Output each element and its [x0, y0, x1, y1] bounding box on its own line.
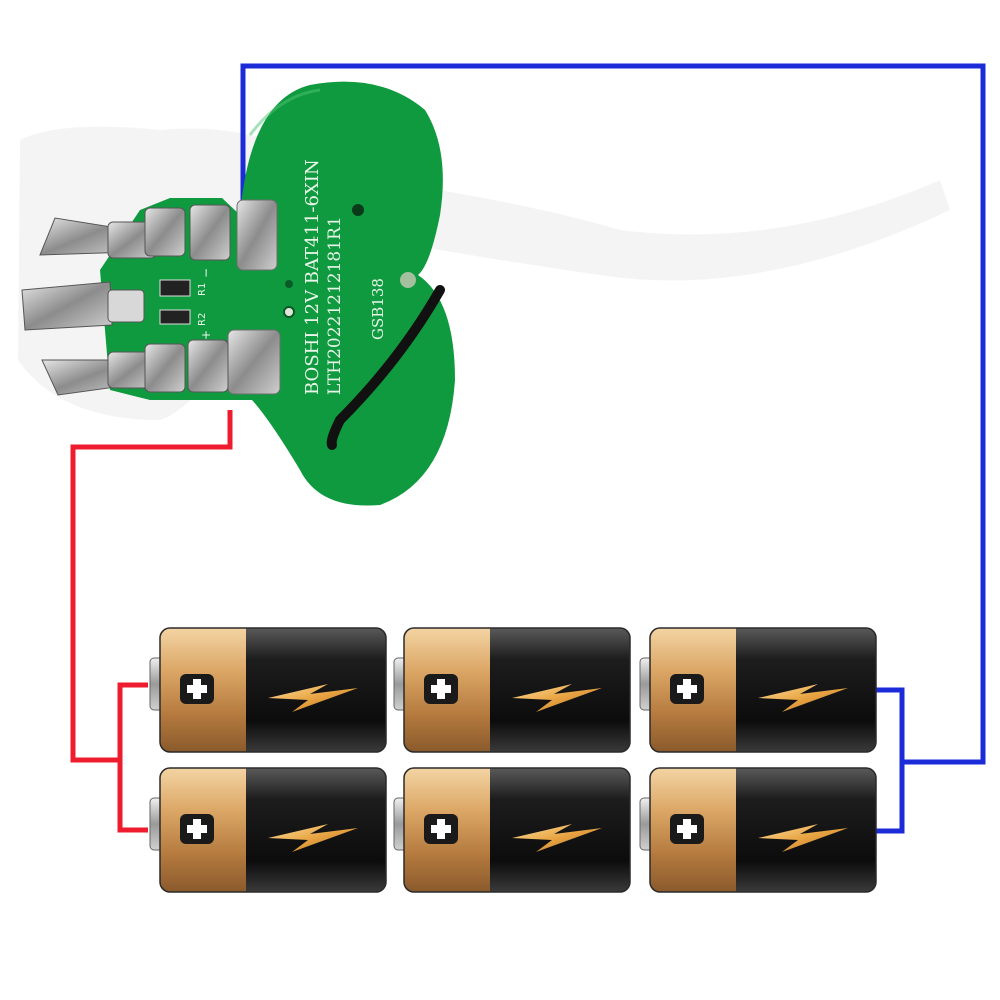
pcb-code-label: GSB138 — [369, 278, 387, 340]
mounting-hole — [352, 204, 364, 216]
battery-cell — [639, 767, 877, 893]
minus-label: − — [199, 268, 213, 278]
battery-cell — [393, 767, 631, 893]
thermistor-wire — [326, 285, 445, 450]
via — [285, 280, 293, 288]
solder-pad-bottom — [227, 329, 281, 395]
battery-cell — [393, 627, 631, 753]
r2-label: R2 — [197, 313, 208, 326]
resistor-r2 — [159, 309, 191, 325]
plus-label: + — [199, 330, 213, 340]
resistor-r1 — [159, 279, 191, 297]
battery-cell — [149, 767, 387, 893]
solder-pad-top — [236, 199, 278, 271]
pcb-model-label: BOSHI 12V BAT411-6XIN — [302, 159, 323, 395]
via — [283, 306, 295, 318]
negative-wire — [240, 63, 986, 834]
battery-cell — [149, 627, 387, 753]
bms-board: BOSHI 12V BAT411-6XIN LTH20221212181R1 G… — [21, 81, 455, 506]
pcb-serial-label: LTH20221212181R1 — [325, 216, 345, 395]
r1-label: R1 — [197, 283, 208, 296]
battery-cell — [639, 627, 877, 753]
thermistor-solder — [400, 272, 416, 288]
positive-wire — [70, 410, 233, 833]
battery-terminals — [21, 204, 231, 396]
battery-pack — [149, 627, 877, 893]
